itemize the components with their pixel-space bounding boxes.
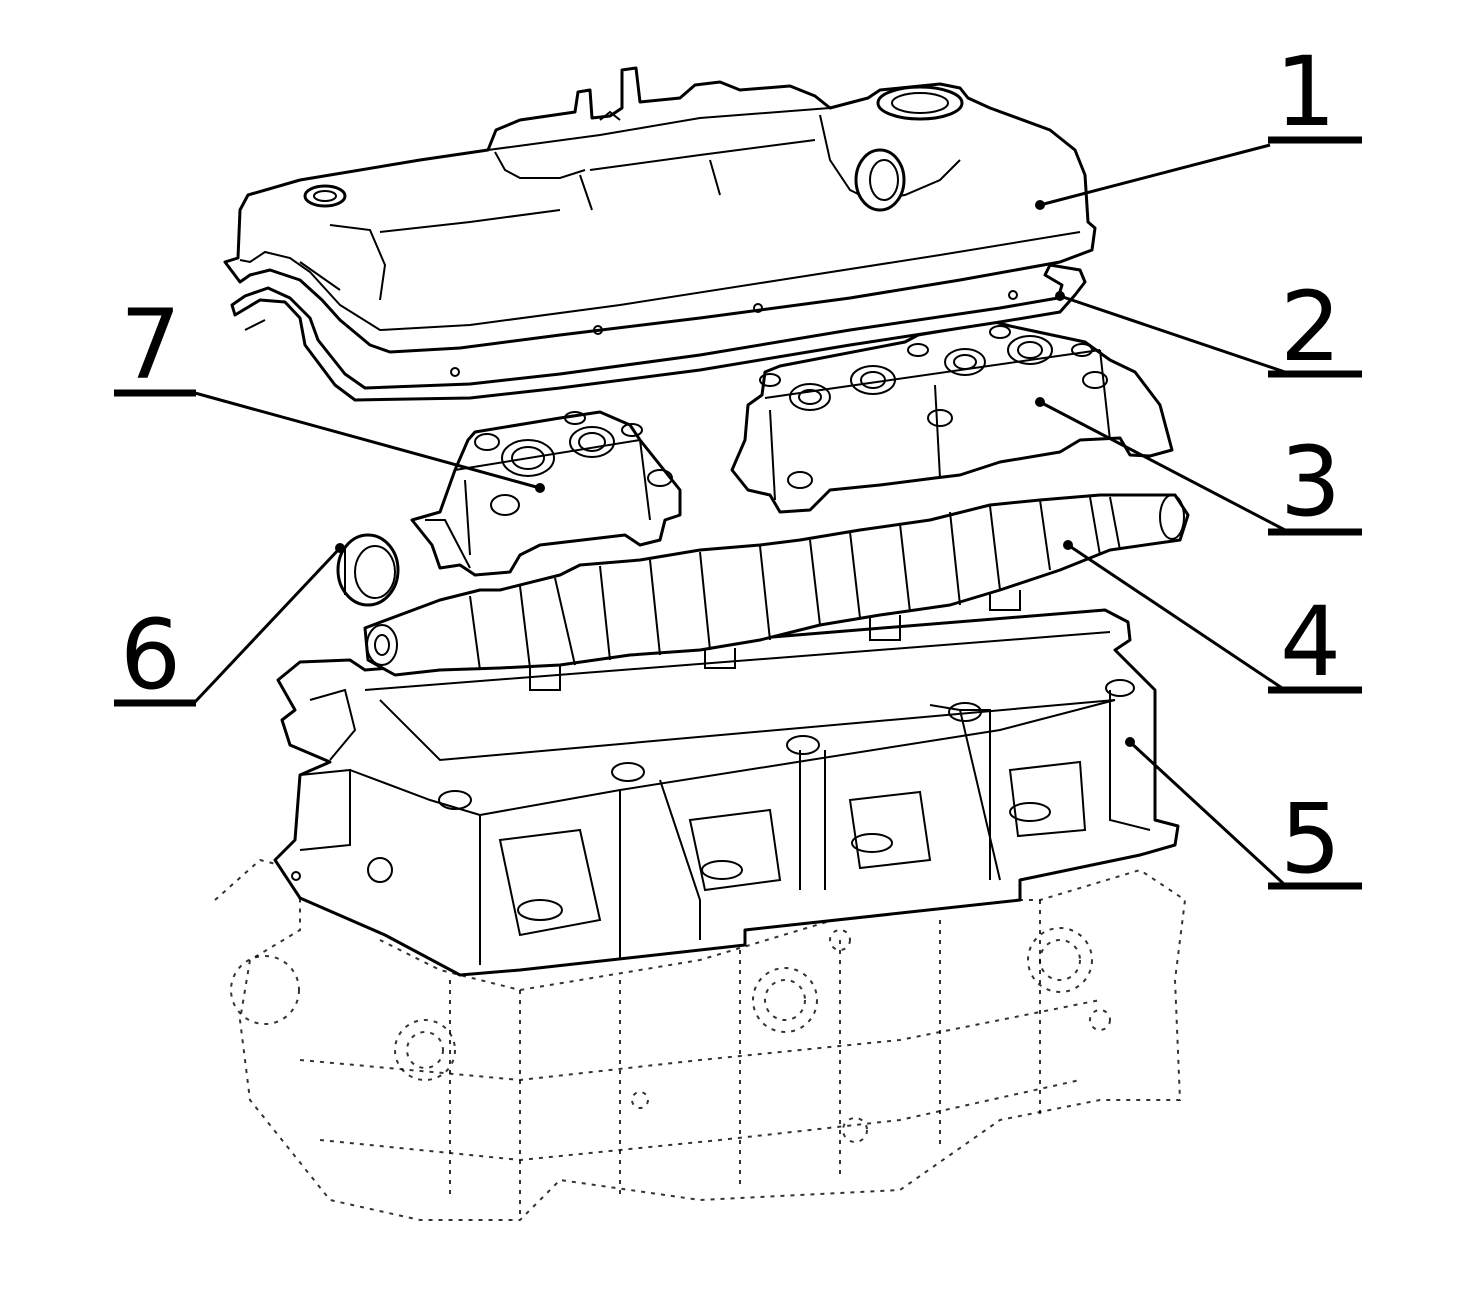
cylinder-head — [273, 608, 1180, 977]
leader-line-2 — [1059, 294, 1286, 374]
leader-dot-7 — [535, 483, 545, 493]
leader-line-1 — [1039, 143, 1271, 207]
callout-6: 6 — [114, 599, 196, 711]
leader-dot-4 — [1063, 540, 1073, 550]
callout-7: 7 — [114, 289, 196, 401]
callout-number: 6 — [120, 599, 181, 711]
callout-2: 2 — [1268, 271, 1362, 383]
valve-cover — [223, 66, 1097, 377]
leader-line-6 — [193, 546, 342, 704]
callout-number: 7 — [120, 289, 181, 401]
callout-number: 4 — [1280, 586, 1341, 698]
leader-dot-5 — [1125, 737, 1135, 747]
callout-number: 5 — [1280, 783, 1341, 895]
callout-3: 3 — [1268, 426, 1362, 538]
leader-line-3 — [1039, 400, 1286, 532]
camshaft — [363, 493, 1190, 691]
callout-1: 1 — [1268, 36, 1362, 148]
leader-dot-2 — [1055, 291, 1065, 301]
callout-number: 1 — [1275, 36, 1336, 148]
leader-lines — [193, 143, 1287, 887]
callout-4: 4 — [1268, 586, 1362, 698]
leader-line-7 — [194, 391, 541, 490]
leader-dot-3 — [1035, 397, 1045, 407]
bearing-cap-small — [410, 410, 682, 577]
leader-dot-1 — [1035, 200, 1045, 210]
leader-dot-6 — [335, 543, 345, 553]
leader-line-5 — [1128, 740, 1287, 887]
callout-number: 2 — [1280, 271, 1341, 383]
bearing-cap-large — [730, 320, 1174, 514]
callout-5: 5 — [1268, 783, 1362, 895]
cover-gasket — [230, 263, 1087, 402]
leader-line-4 — [1067, 543, 1286, 692]
callout-number: 3 — [1280, 426, 1341, 538]
oil-seal — [336, 533, 400, 607]
